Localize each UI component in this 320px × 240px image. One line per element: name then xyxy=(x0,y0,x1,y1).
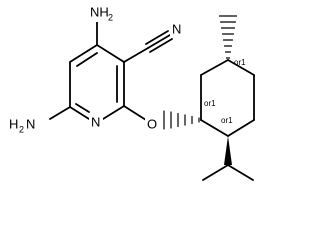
bond-c5-c4-inner xyxy=(76,52,98,67)
pyridine-substituents xyxy=(49,21,173,121)
bond-ring-2 xyxy=(200,59,229,76)
amino-left-subscript: 2 xyxy=(19,124,24,134)
nitrile-nitrogen-label: N xyxy=(172,21,181,36)
amino-left-prefix: H xyxy=(9,116,18,131)
bond-isopropyl-left xyxy=(202,164,229,181)
molecule-structure: NH 2 H 2 N N N O or1 or1 or1 xyxy=(6,4,255,181)
bond-ring-5 xyxy=(227,119,255,137)
amino-group-top: NH 2 xyxy=(89,4,115,22)
ring-nitrogen: N xyxy=(89,114,103,131)
ether-oxygen: O xyxy=(145,116,159,133)
bond-c6-nh2 xyxy=(49,106,71,120)
nitrile-triple-bond-2 xyxy=(145,30,169,45)
nitrile-triple-bond-3 xyxy=(149,38,173,53)
ether-oxygen-label: O xyxy=(147,116,157,131)
bond-ring-6 xyxy=(200,119,229,137)
ring-nitrogen-label: N xyxy=(91,114,100,129)
nitrile-nitrogen: N xyxy=(170,21,184,38)
wedge-bond-isopropyl xyxy=(224,136,232,165)
bond-c2-n1 xyxy=(102,105,125,120)
bond-isopropyl-right xyxy=(227,164,254,181)
pyridine-ring xyxy=(69,44,125,120)
stereo-label-isopropyl-carbon: or1 xyxy=(221,116,233,125)
bond-n1-c6 xyxy=(69,106,90,120)
stereo-label-methyl-carbon: or1 xyxy=(234,58,246,67)
amino-top-subscript: 2 xyxy=(108,12,113,22)
bond-c2-o xyxy=(123,105,147,121)
hashed-bond-o xyxy=(163,110,200,130)
bond-c4-c3 xyxy=(96,44,125,63)
amino-group-left: H 2 N xyxy=(6,116,46,134)
stereo-label-ether-carbon: or1 xyxy=(204,99,216,108)
amino-top-label: NH xyxy=(90,4,109,19)
bond-n1-c6-inner xyxy=(75,103,90,113)
stereo-bonds xyxy=(163,15,254,181)
cyclohexane-ring xyxy=(200,59,255,137)
bond-c5-c4 xyxy=(69,44,98,63)
structure-drawing: NH 2 H 2 N N N O or1 or1 or1 xyxy=(6,4,255,181)
bond-ring-3 xyxy=(227,59,255,76)
bond-c3-cn xyxy=(123,47,149,63)
amino-left-nitrogen: N xyxy=(26,116,35,131)
nitrile-triple-bond-1 xyxy=(147,34,171,49)
hashed-bond-methyl xyxy=(218,15,238,59)
